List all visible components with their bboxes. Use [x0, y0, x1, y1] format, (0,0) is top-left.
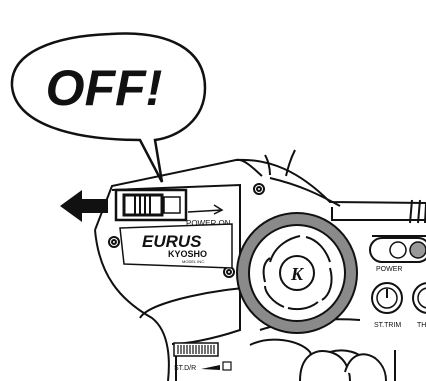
off-callout: OFF! [12, 33, 205, 182]
steering-dr-label: ST.D/R [174, 365, 196, 372]
brand-name: KYOSHO [168, 249, 207, 259]
wheel-logo-icon: K [290, 264, 305, 284]
steering-wheel[interactable]: K [237, 213, 357, 333]
power-on-indicator-icon [188, 205, 222, 214]
dual-rate-scale-icon [201, 362, 231, 370]
throttle-trim-label: TH [417, 322, 426, 329]
brand-badge: EURUS KYOSHO MODEL INC. [120, 224, 232, 268]
power-switch[interactable] [116, 190, 186, 220]
power-label: POWER [376, 266, 402, 273]
steering-dual-rate-dial[interactable] [174, 343, 218, 356]
steering-trim-label: ST.TRIM [374, 322, 401, 329]
brand-sub: MODEL INC. [182, 259, 205, 264]
callout-text: OFF! [46, 60, 163, 116]
throttle-trim-knob[interactable] [413, 283, 426, 313]
throttle-trigger[interactable] [300, 351, 386, 381]
power-indicator [370, 238, 426, 262]
steering-trim-knob[interactable] [372, 283, 402, 313]
